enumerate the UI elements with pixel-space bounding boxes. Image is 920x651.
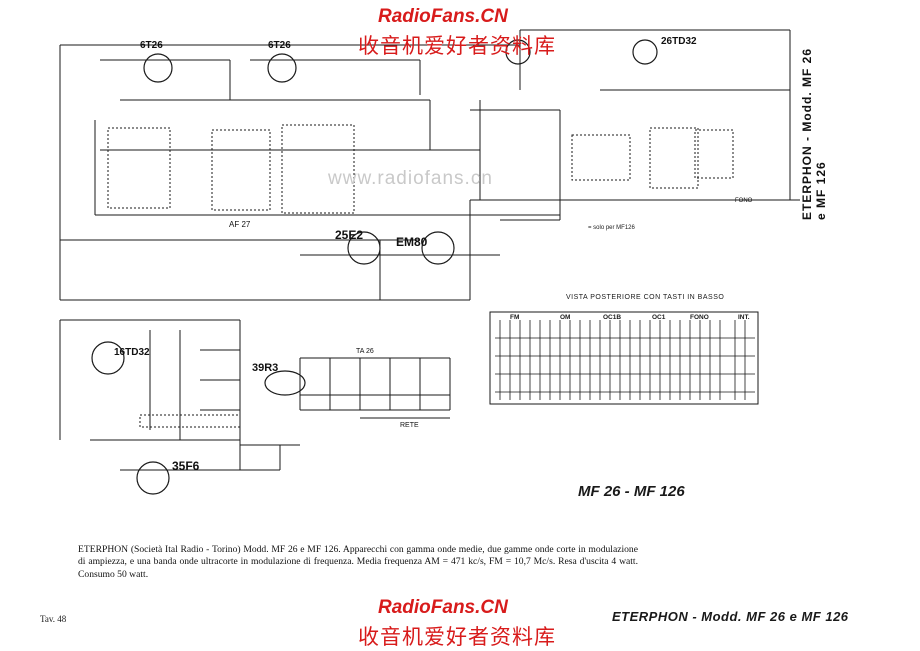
switch-band-fm: FM [510, 314, 520, 321]
block-label-af27: AF 27 [229, 220, 251, 229]
tube-label-25e2: 25E2 [335, 228, 364, 242]
watermark-grey: www.radiofans.cn [328, 168, 493, 189]
tube-label-39r3: 39R3 [252, 362, 279, 374]
switch-band-fono: FONO [690, 314, 709, 321]
tube-label-6t26-b: 6T26 [268, 40, 291, 51]
footer-plate-number: Tav. 48 [40, 614, 67, 624]
tube-label-em80: EM80 [396, 235, 428, 249]
footer-title: ETERPHON - Modd. MF 26 e MF 126 [612, 609, 849, 624]
block-label-ta26: TA 26 [356, 348, 374, 355]
tube-label-16td32: 16TD32 [114, 347, 150, 358]
watermark-chinese-top: 收音机爱好者资料库 [358, 34, 556, 58]
switch-band-om: OM [560, 314, 571, 321]
watermark-site-top: RadioFans.CN [378, 6, 508, 27]
watermark-chinese-bottom: 收音机爱好者资料库 [358, 625, 556, 649]
tube-label-6t26-a: 6T26 [140, 40, 163, 51]
switch-title: VISTA POSTERIORE CON TASTI IN BASSO [566, 294, 725, 301]
switch-band-oc1: OC1 [652, 314, 666, 321]
side-title: ETERPHON - Modd. MF 26 e MF 126 [800, 48, 828, 220]
block-label-fono: FONO [735, 198, 753, 204]
tube-label-35f6: 35F6 [172, 459, 200, 473]
tube-label-26td32: 26TD32 [661, 36, 697, 47]
caption-text: ETERPHON (Società Ital Radio - Torino) M… [78, 544, 638, 580]
block-label-rete: RETE [400, 422, 419, 429]
note-mf126: = solo per MF126 [588, 225, 635, 231]
switch-band-int: INT. [738, 314, 750, 321]
switch-band-oc1b: OC1B [603, 314, 622, 321]
watermark-site-bottom: RadioFans.CN [378, 597, 508, 618]
model-mark: MF 26 - MF 126 [578, 483, 685, 500]
